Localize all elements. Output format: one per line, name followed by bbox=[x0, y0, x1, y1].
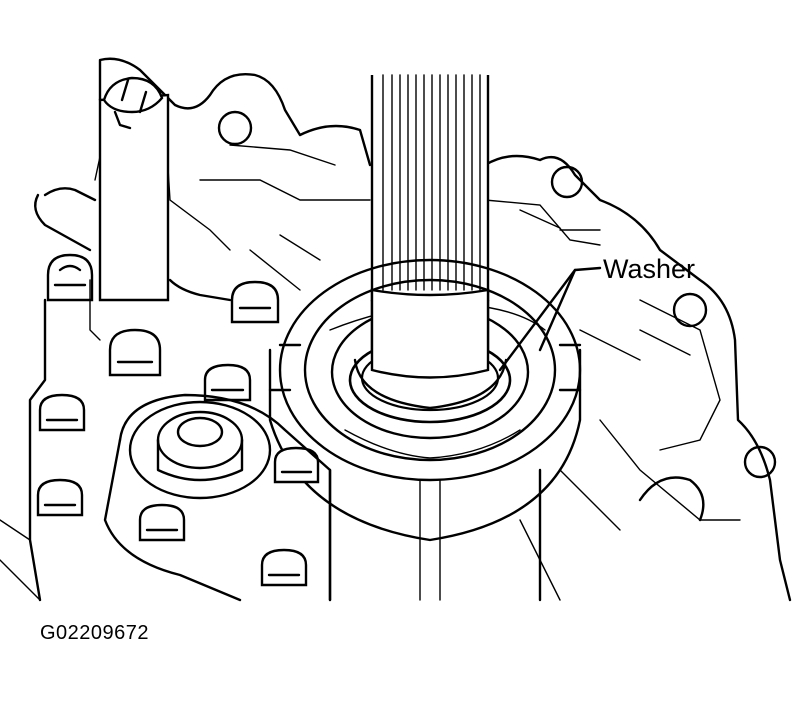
cover-plate bbox=[103, 393, 332, 602]
washer-leader-lines bbox=[498, 266, 602, 372]
figure-code: G02209672 bbox=[40, 622, 150, 644]
shift-shaft bbox=[98, 76, 170, 302]
case-left-edge bbox=[0, 278, 232, 602]
bolt-heads bbox=[36, 253, 320, 587]
washer-callout-label: Washer bbox=[603, 254, 696, 284]
washer-ring bbox=[348, 300, 512, 424]
